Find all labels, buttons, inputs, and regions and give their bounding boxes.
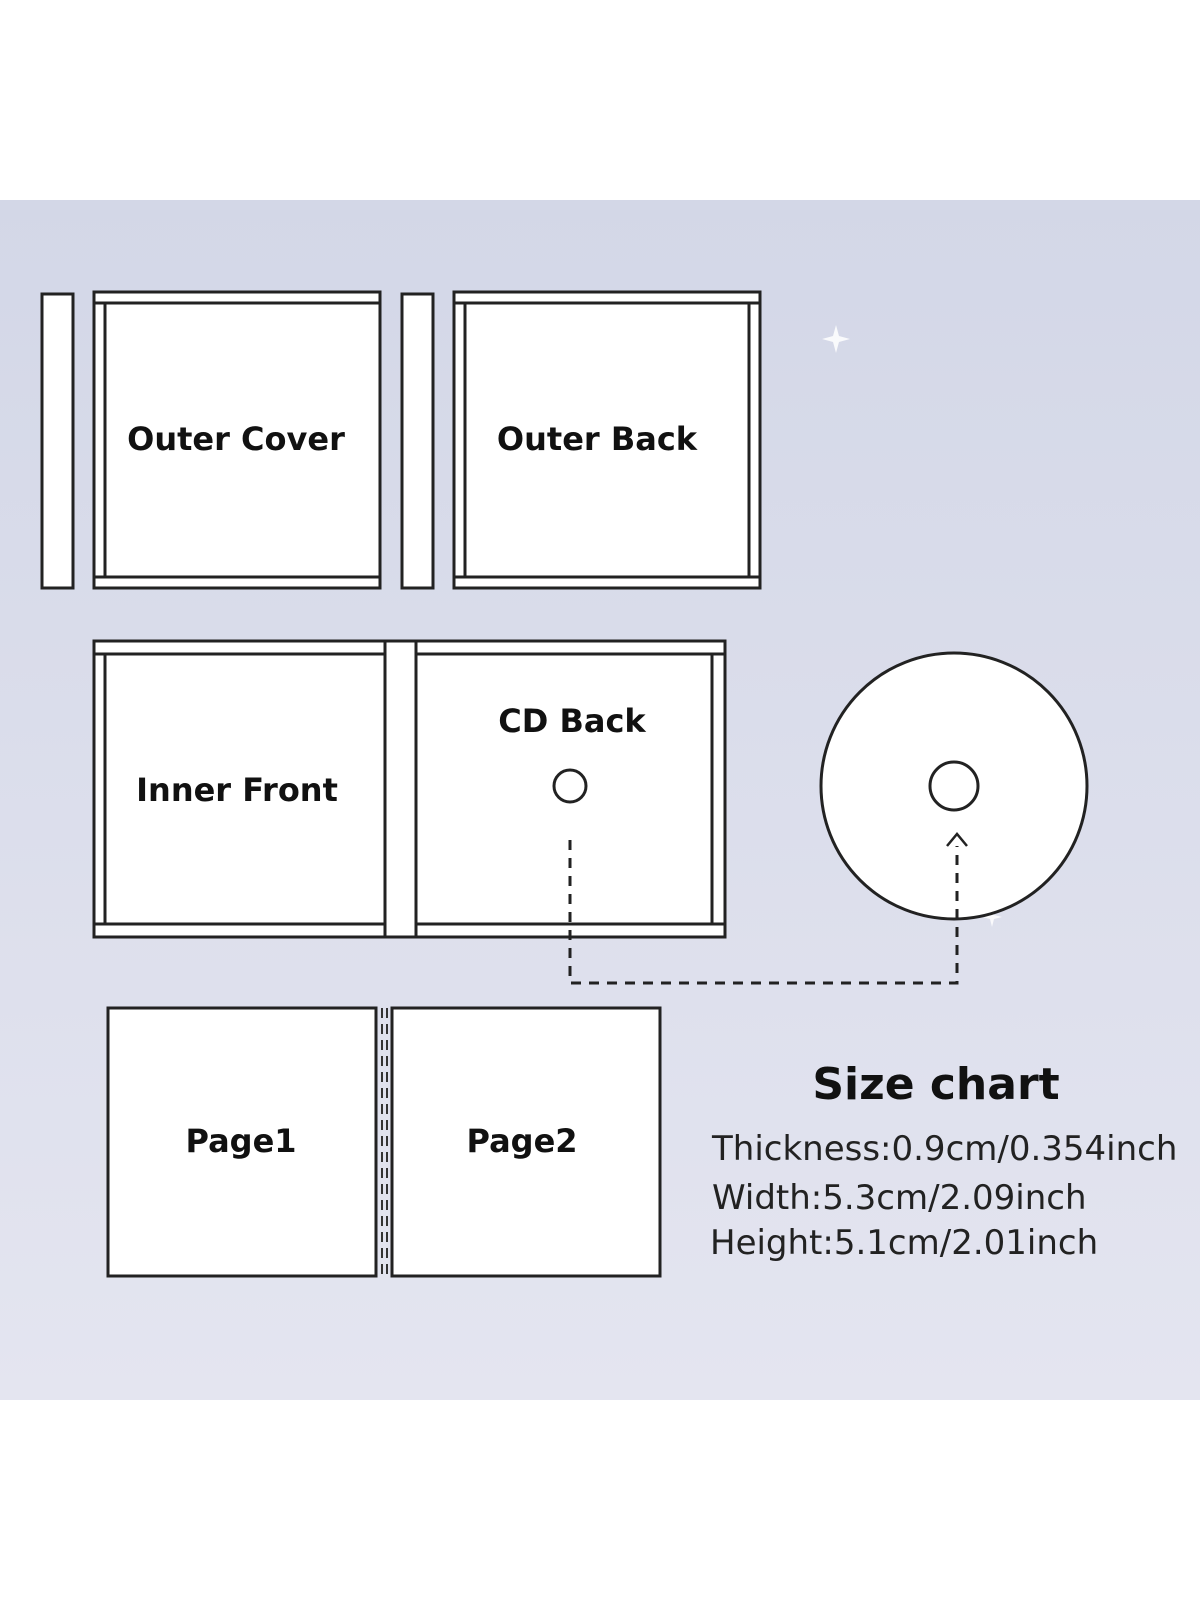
outer-cover-spine: [40, 292, 75, 590]
outer-cover-panel: [92, 290, 382, 590]
cd-back-label: CD Back: [498, 702, 646, 740]
page1-panel: [106, 1006, 378, 1278]
outer-back-label: Outer Back: [497, 420, 698, 458]
sparkle-icon: [822, 325, 1002, 927]
size-chart-title: Size chart: [812, 1059, 1059, 1110]
inner-spine: [383, 639, 418, 939]
size-height: Height:5.1cm/2.01inch: [710, 1223, 1098, 1263]
cd-disc-hole-icon: [928, 760, 980, 812]
arrow-up-icon: [946, 832, 968, 847]
outer-cover-label: Outer Cover: [127, 420, 345, 458]
page-binding-dashed-line: [381, 1008, 388, 1276]
size-thickness: Thickness:0.9cm/0.354inch: [711, 1129, 1177, 1169]
outer-back-spine: [400, 292, 435, 590]
page1-label: Page1: [185, 1122, 296, 1160]
page2-panel: [390, 1006, 662, 1278]
connector-dashed-line: [568, 840, 959, 985]
page2-label: Page2: [466, 1122, 577, 1160]
outer-back-panel: [452, 290, 762, 590]
size-width: Width:5.3cm/2.09inch: [712, 1178, 1087, 1218]
inner-front-panel: [92, 639, 387, 939]
inner-front-label: Inner Front: [136, 771, 338, 809]
cd-back-hub-icon: [552, 768, 588, 804]
